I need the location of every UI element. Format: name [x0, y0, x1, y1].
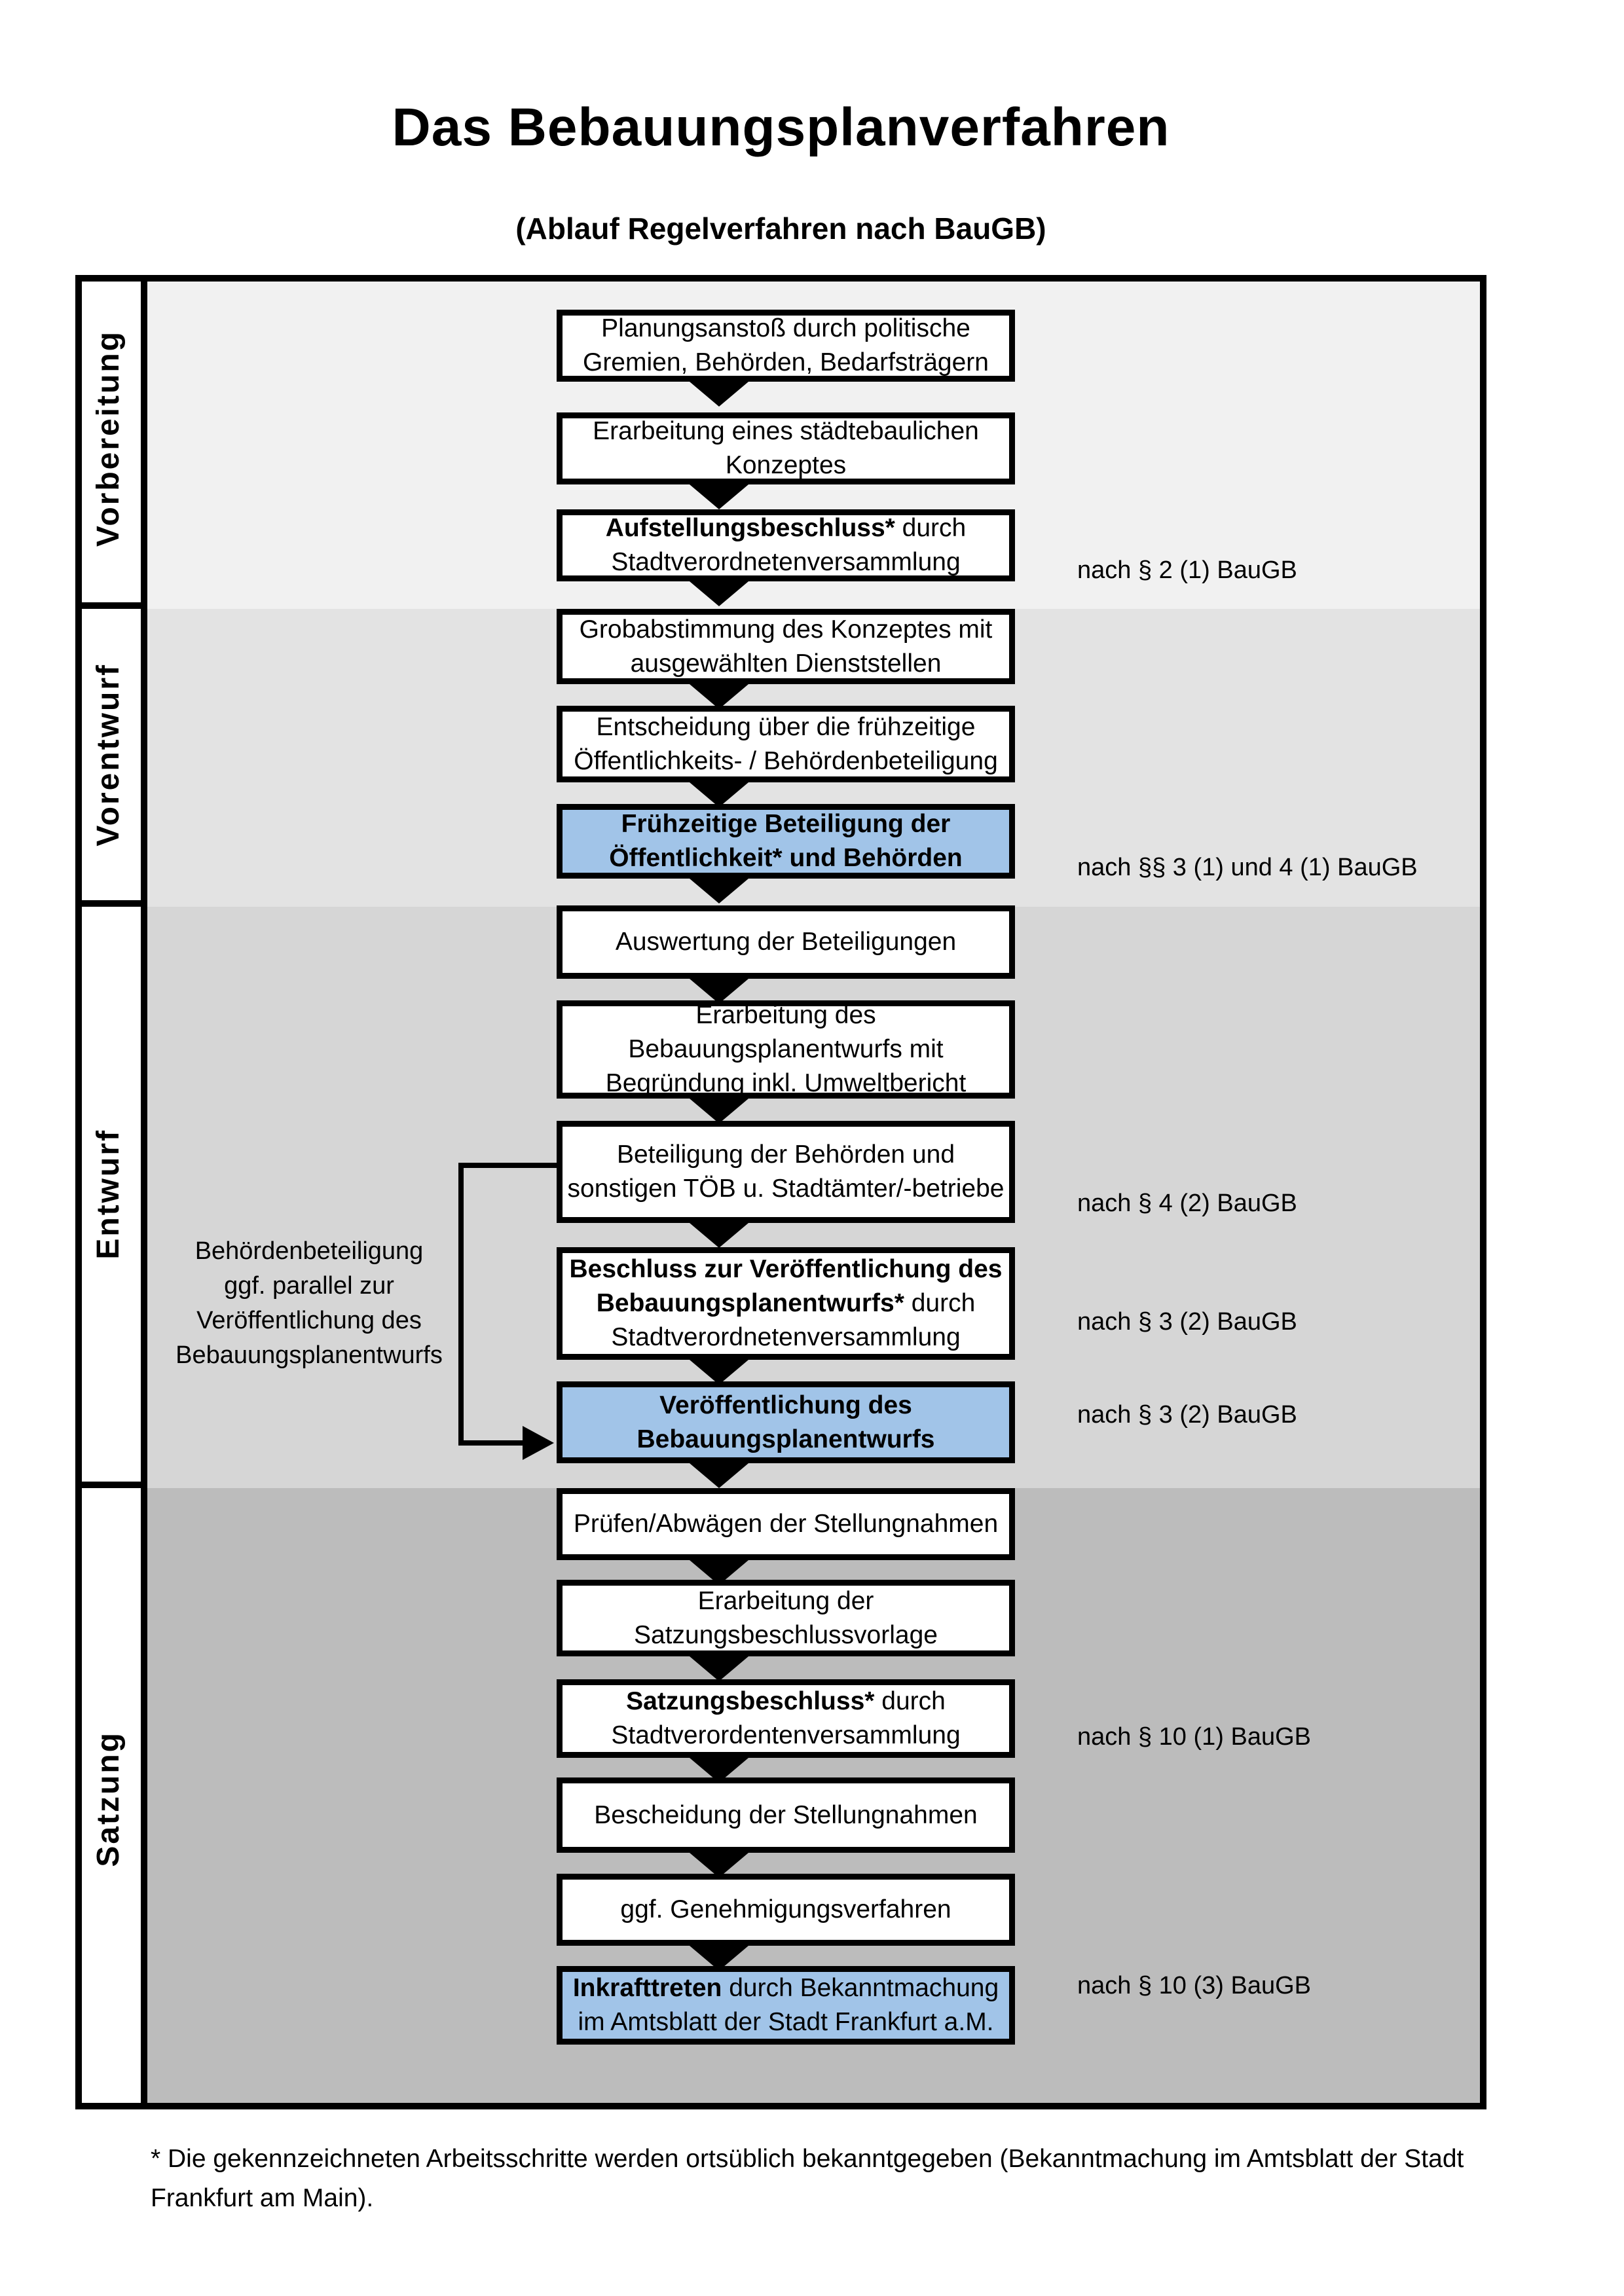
down-arrow — [690, 1560, 748, 1585]
phase-label-text: Vorentwurf — [90, 663, 126, 847]
step-line: Veröffentlichung des — [659, 1391, 912, 1419]
step-line: ggf. Genehmigungsverfahren — [620, 1895, 951, 1923]
step-line: Bebauungsplanentwurfs mit — [628, 1035, 944, 1063]
law-ref-beschluss-veroeffentlichung: nach § 3 (2) BauGB — [1077, 1308, 1297, 1336]
step-line: Erarbeitung der — [697, 1586, 874, 1615]
step-line: Stadtverordnetenversammlung — [611, 548, 961, 576]
law-ref-satzungsbeschluss: nach § 10 (1) BauGB — [1077, 1723, 1311, 1751]
step-line: Bebauungsplanentwurfs* durch — [596, 1289, 976, 1317]
phase-label-satzung: Satzung — [75, 1488, 141, 2109]
flow-step-aufstellungsbeschluss: Aufstellungsbeschluss* durch Stadtverord… — [557, 509, 1015, 581]
flow-step-pruefen-abwaegen: Prüfen/Abwägen der Stellungnahmen — [557, 1488, 1015, 1560]
parallel-note-line: Veröffentlichung des — [196, 1307, 422, 1334]
parallel-note-line: Behördenbeteiligung — [194, 1237, 424, 1265]
step-line: Bebauungsplanentwurfs — [637, 1425, 935, 1453]
phase-label-text: Satzung — [90, 1730, 126, 1867]
parallel-note-line: ggf. parallel zur — [224, 1272, 394, 1300]
step-line: Öffentlichkeits- / Behördenbeteiligung — [574, 746, 998, 775]
page-title: Das Bebauungsplanverfahren — [392, 98, 1170, 157]
flow-step-grobabstimmung: Grobabstimmung des Konzeptes mit ausgewä… — [557, 609, 1015, 684]
parallel-connector-bottom-segment — [458, 1440, 524, 1446]
flow-step-staedtebauliches-konzept: Erarbeitung eines städtebaulichen Konzep… — [557, 412, 1015, 484]
parallel-note-line: Bebauungsplanentwurfs — [175, 1341, 443, 1369]
flow-step-beteiligung-behoerden-toeb: Beteiligung der Behörden und sonstigen T… — [557, 1121, 1015, 1223]
phase-label-text: Vorbereitung — [90, 330, 126, 547]
flow-step-satzungsbeschluss: Satzungsbeschluss* durch Stadtverordente… — [557, 1679, 1015, 1758]
step-line: ausgewählten Dienststellen — [630, 649, 942, 678]
step-line: Satzungsbeschluss* durch — [626, 1687, 946, 1715]
down-arrow — [690, 1853, 748, 1878]
step-line: Beschluss zur Veröffentlichung des — [569, 1255, 1003, 1283]
step-line: Aufstellungsbeschluss* durch — [605, 514, 967, 542]
step-line: Planungsanstoß durch politische — [601, 314, 970, 342]
parallel-connector-top-segment — [458, 1163, 557, 1168]
flow-step-erarbeitung-satzungsbeschlussvorlage: Erarbeitung der Satzungsbeschlussvorlage — [557, 1580, 1015, 1656]
step-line: Entscheidung über die frühzeitige — [596, 712, 976, 741]
flow-step-fruehzeitige-beteiligung: Frühzeitige Beteiligung der Öffentlichke… — [557, 804, 1015, 879]
step-line: Auswertung der Beteiligungen — [615, 928, 957, 956]
parallel-note: Behördenbeteiligung ggf. parallel zur Ve… — [113, 1234, 506, 1373]
law-ref-aufstellungsbeschluss: nach § 2 (1) BauGB — [1077, 556, 1297, 584]
down-arrow — [690, 1656, 748, 1681]
down-arrow — [690, 782, 748, 807]
step-line: Gremien, Behörden, Bedarfsträgern — [582, 348, 989, 376]
down-arrow — [690, 484, 748, 509]
flow-step-inkrafttreten: Inkrafttreten durch Bekanntmachung im Am… — [557, 1966, 1015, 2045]
down-arrow — [690, 879, 748, 903]
step-line: Grobabstimmung des Konzeptes mit — [579, 615, 993, 644]
down-arrow — [690, 684, 748, 709]
parallel-connector-arrowhead-icon — [523, 1426, 554, 1460]
down-arrow — [690, 1223, 748, 1248]
down-arrow — [690, 1463, 748, 1488]
phase-label-entwurf: Entwurf — [75, 907, 141, 1488]
step-line: Stadtverordnetenversammlung — [611, 1323, 961, 1351]
flow-step-auswertung-beteiligungen: Auswertung der Beteiligungen — [557, 905, 1015, 979]
phase-label-vorentwurf: Vorentwurf — [75, 609, 141, 907]
down-arrow — [690, 1099, 748, 1123]
down-arrow — [690, 1360, 748, 1385]
step-line: sonstigen TÖB u. Stadtämter/-betriebe — [567, 1175, 1005, 1203]
step-line: Stadtverordentenversammlung — [611, 1721, 961, 1749]
law-ref-veroeffentlichung: nach § 3 (2) BauGB — [1077, 1401, 1297, 1429]
phase-label-column: Vorbereitung Vorentwurf Entwurf Satzung — [75, 275, 147, 2109]
flow-step-beschluss-veroeffentlichung: Beschluss zur Veröffentlichung des Bebau… — [557, 1247, 1015, 1360]
flow-step-planungsanstoss: Planungsanstoß durch politische Gremien,… — [557, 310, 1015, 382]
footnote: * Die gekennzeichneten Arbeitsschritte w… — [151, 2140, 1526, 2218]
down-arrow — [690, 1946, 748, 1971]
law-ref-inkrafttreten: nach § 10 (3) BauGB — [1077, 1972, 1311, 1999]
flow-step-entscheidung-fruehzeitige-beteiligung: Entscheidung über die frühzeitige Öffent… — [557, 706, 1015, 782]
step-line: Beteiligung der Behörden und — [616, 1140, 955, 1169]
step-line: Inkrafttreten durch Bekanntmachung — [572, 1974, 999, 2002]
flow-step-erarbeitung-bebauungsplanentwurf: Erarbeitung des Bebauungsplanentwurfs mi… — [557, 1000, 1015, 1099]
step-line: Erarbeitung des — [695, 1001, 876, 1029]
flow-step-veroeffentlichung-entwurf: Veröffentlichung des Bebauungsplanentwur… — [557, 1381, 1015, 1463]
footnote-line: Frankfurt am Main). — [151, 2184, 374, 2212]
law-ref-behoerdenbeteiligung: nach § 4 (2) BauGB — [1077, 1190, 1297, 1217]
step-line: Satzungsbeschlussvorlage — [634, 1620, 938, 1649]
down-arrow — [690, 1758, 748, 1783]
step-line: Bescheidung der Stellungnahmen — [594, 1800, 978, 1829]
step-line: Begründung inkl. Umweltbericht — [605, 1069, 967, 1097]
parallel-connector-vertical-segment — [458, 1163, 464, 1446]
step-line: Frühzeitige Beteiligung der — [621, 810, 951, 838]
step-line: Prüfen/Abwägen der Stellungnahmen — [573, 1510, 999, 1538]
footnote-line: * Die gekennzeichneten Arbeitsschritte w… — [151, 2145, 1464, 2173]
step-line: Konzeptes — [725, 451, 847, 479]
step-line: Erarbeitung eines städtebaulichen — [593, 417, 979, 445]
down-arrow — [690, 382, 748, 407]
law-ref-fruehzeitige-beteiligung: nach §§ 3 (1) und 4 (1) BauGB — [1077, 854, 1418, 881]
step-line: im Amtsblatt der Stadt Frankfurt a.M. — [578, 2008, 994, 2036]
flow-step-bescheidung-stellungnahmen: Bescheidung der Stellungnahmen — [557, 1777, 1015, 1853]
down-arrow — [690, 581, 748, 606]
step-line: Öffentlichkeit* und Behörden — [609, 844, 963, 872]
down-arrow — [690, 979, 748, 1004]
page-subtitle: (Ablauf Regelverfahren nach BauGB) — [515, 211, 1046, 246]
flow-step-genehmigungsverfahren: ggf. Genehmigungsverfahren — [557, 1874, 1015, 1946]
phase-label-vorbereitung: Vorbereitung — [75, 275, 141, 609]
